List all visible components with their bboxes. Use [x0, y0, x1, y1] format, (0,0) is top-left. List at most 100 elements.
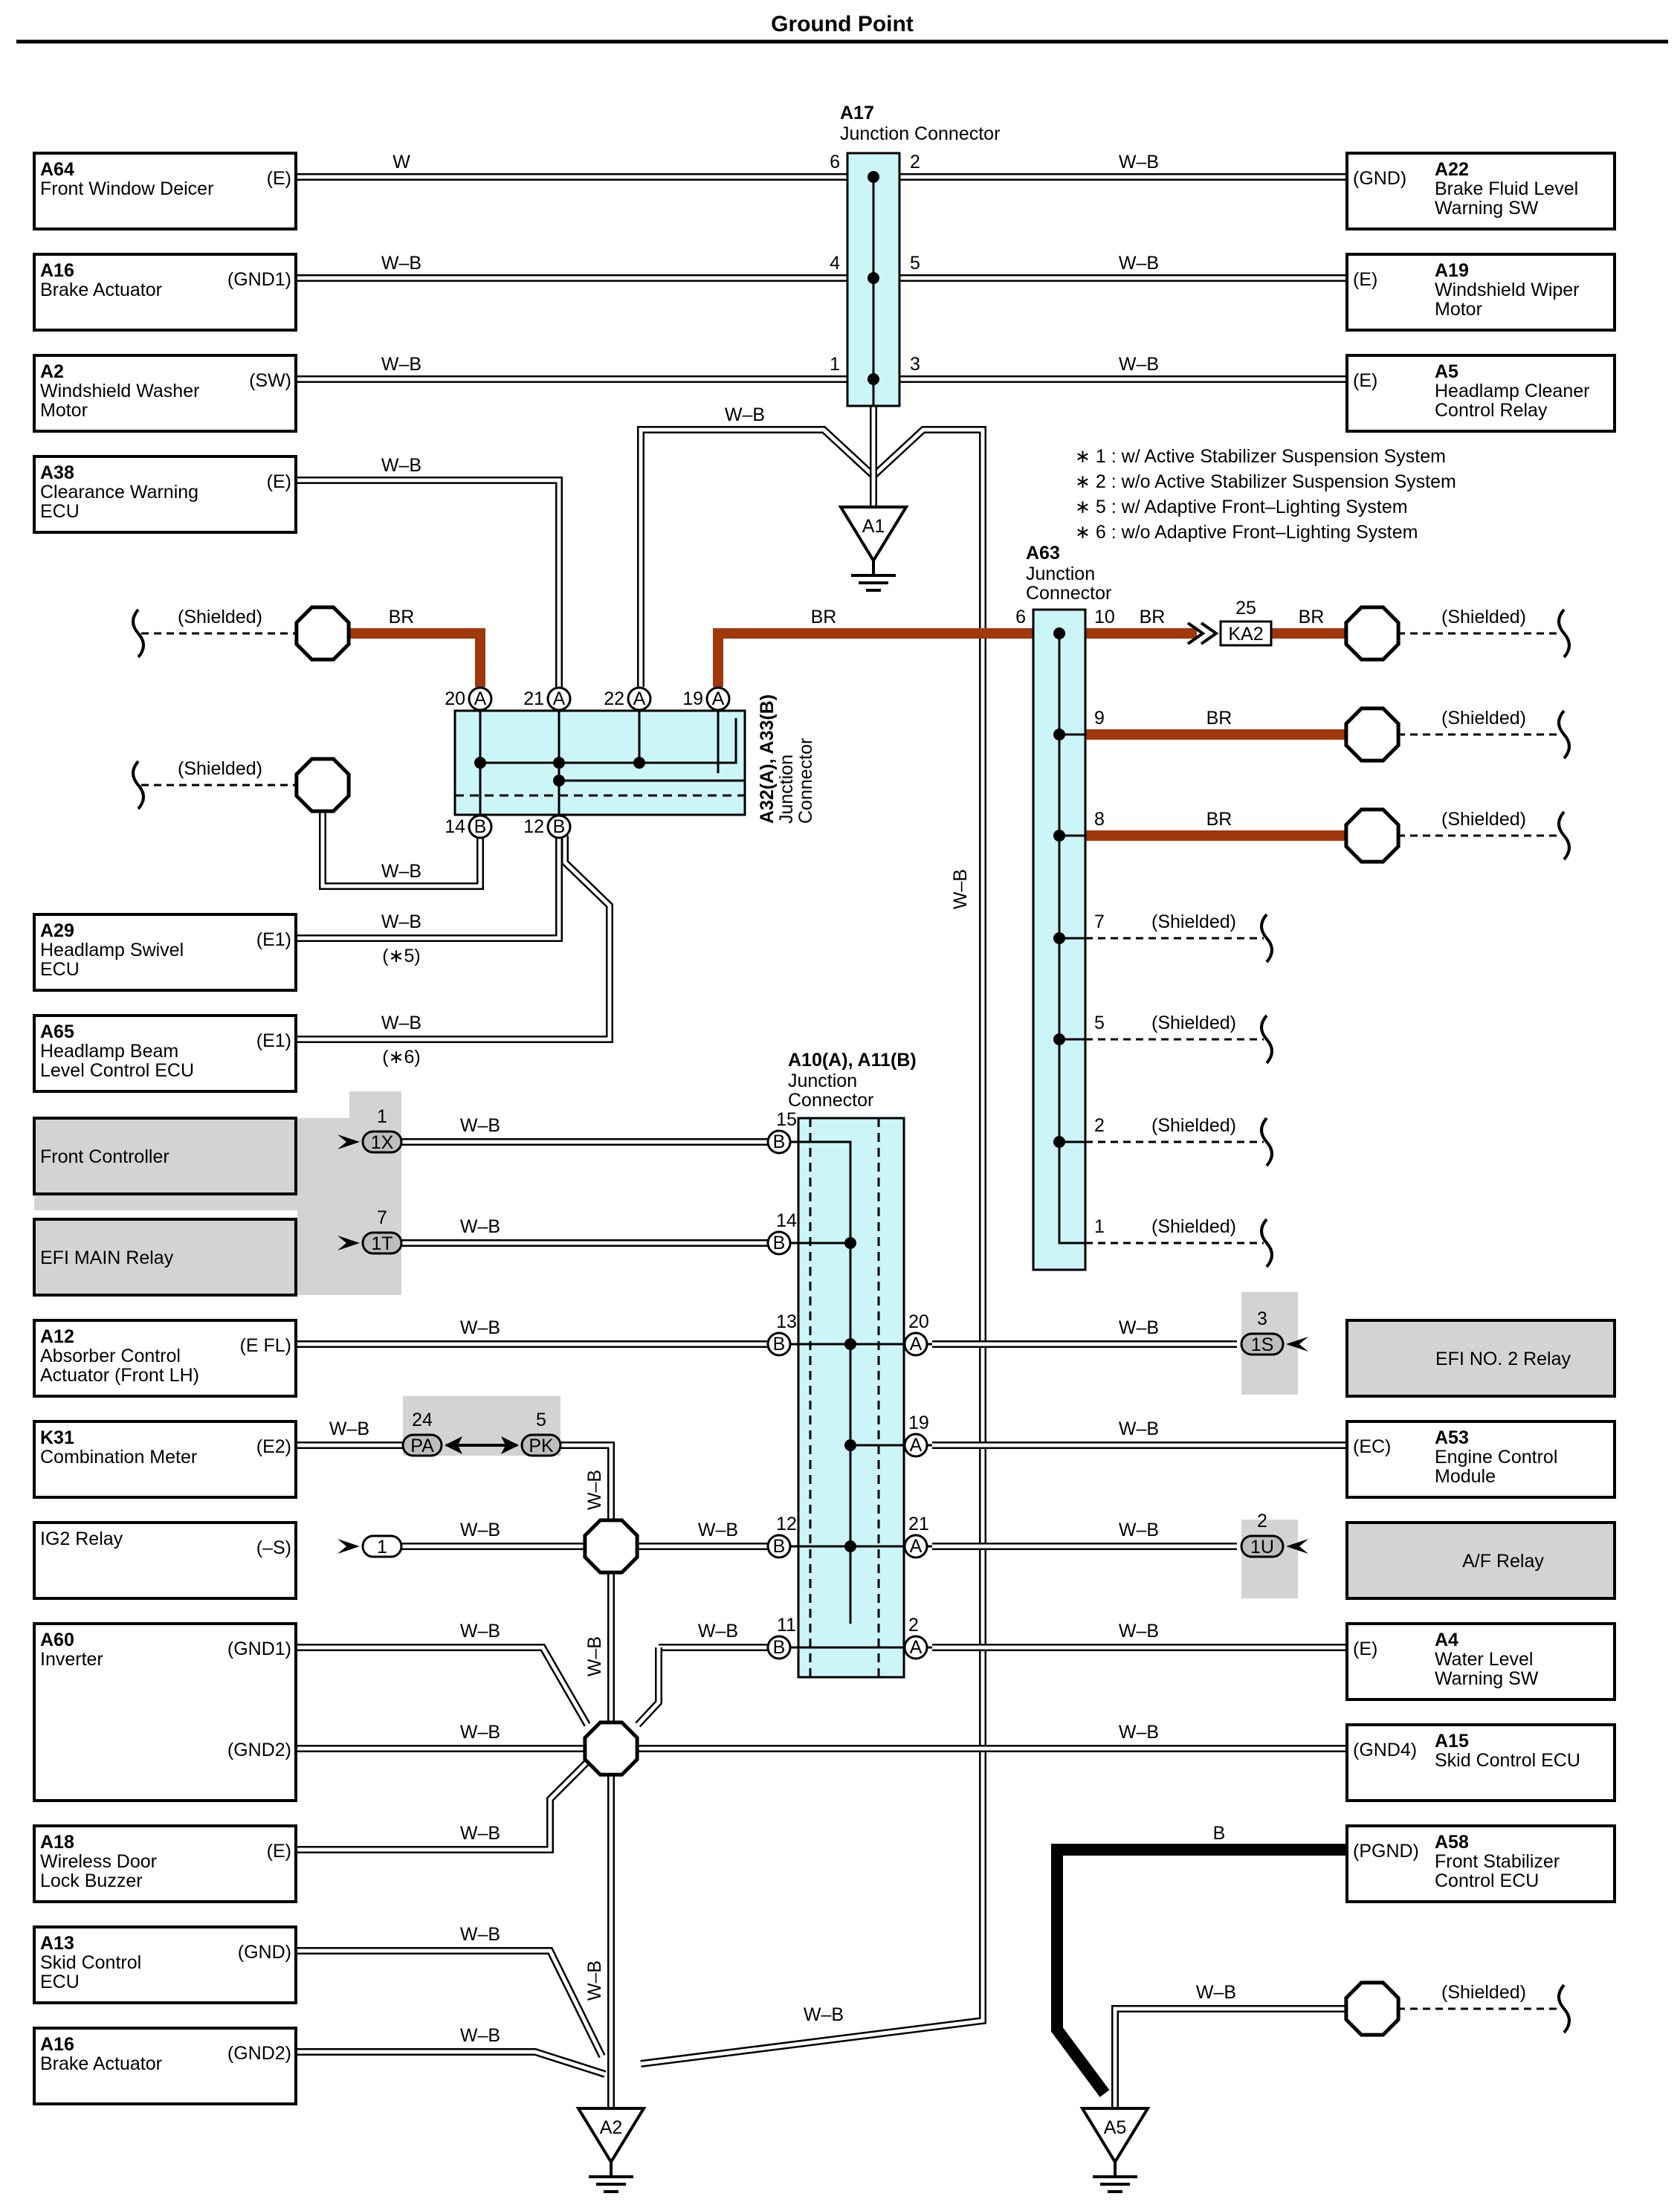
conn-pin-number: 3 — [1257, 1308, 1267, 1329]
component-ig2-relay: IG2 Relay(–S) — [33, 1521, 297, 1600]
ground-a2: A2 — [575, 2107, 647, 2193]
svg-text:A: A — [633, 688, 646, 709]
a32-pin-19: A19 — [682, 686, 731, 711]
a17-pin: 5 — [910, 253, 920, 274]
wire-color-label: W–B — [460, 1520, 500, 1540]
component-code: A60 — [40, 1630, 74, 1650]
wire-color-label: W–B — [381, 354, 421, 375]
component-code: A16 — [40, 2034, 74, 2055]
conn-pa-label: PA — [410, 1436, 434, 1456]
connector-1u: 2 1U — [1240, 1511, 1308, 1558]
component-code: A29 — [40, 920, 74, 941]
component-name: Module — [1435, 1466, 1496, 1487]
component-pin: (GND2) — [227, 2043, 291, 2064]
wire-color-label: W–B — [460, 1924, 500, 1945]
a63-pin: 5 — [1094, 1013, 1105, 1033]
component-name: ECU — [40, 501, 80, 522]
svg-text:B: B — [773, 1233, 786, 1253]
component-name: Control Relay — [1435, 400, 1548, 421]
svg-text:B: B — [773, 1334, 786, 1355]
component-pin: (E1) — [256, 929, 291, 950]
splice-octagons: (Shielded)(Shielded)(Shielded)(Shielded)… — [178, 605, 1526, 2037]
shielded-lines — [141, 632, 1561, 2010]
splice-lower — [583, 1720, 639, 1777]
shield-splice — [1344, 605, 1400, 662]
component-pin: (GND) — [238, 1942, 291, 1963]
component-name: Inverter — [40, 1649, 103, 1670]
wire-color-label: W–B — [381, 253, 421, 274]
component-name: Skid Control ECU — [1435, 1750, 1580, 1771]
component-pin: (GND1) — [227, 269, 291, 290]
a32-pin-14: B14 — [445, 814, 493, 839]
component-code: A53 — [1435, 1427, 1469, 1448]
component-pin: (E) — [1353, 269, 1377, 290]
component-name: A/F Relay — [1462, 1551, 1544, 1572]
conn-pin-number: 1 — [377, 1106, 387, 1127]
component-name: Windshield Wiper — [1435, 280, 1580, 300]
component-pin: (GND1) — [227, 1639, 291, 1659]
wire-color-label: W–B — [381, 455, 421, 476]
ground-a5: A5 — [1079, 2107, 1151, 2193]
conn-ka2-label: KA2 — [1228, 624, 1263, 645]
wire-color-label: W–B — [1119, 1621, 1159, 1642]
component-code: A12 — [40, 1326, 74, 1347]
a10-code: A10(A), A11(B) — [788, 1050, 917, 1071]
component-name: Level Control ECU — [40, 1060, 194, 1081]
component-name: Brake Fluid Level — [1435, 178, 1578, 199]
conn-1s-label: 1S — [1251, 1334, 1274, 1355]
conn-1-label: 1 — [377, 1537, 387, 1557]
svg-text:A5: A5 — [1104, 2117, 1127, 2138]
component-pin: (GND4) — [1353, 1740, 1417, 1760]
a17-code: A17 — [840, 103, 874, 123]
component-name: Warning SW — [1435, 1668, 1539, 1689]
a10-pin-19: A — [903, 1433, 928, 1458]
svg-text:12: 12 — [523, 816, 544, 837]
component-name: ECU — [40, 959, 80, 980]
conn-ka2-number: 25 — [1235, 598, 1256, 619]
wire-color-label: W–B — [460, 1823, 500, 1844]
page-title: Ground Point — [771, 12, 914, 36]
connector-ka2: 25 KA2 — [1186, 598, 1273, 647]
svg-text:22: 22 — [604, 688, 624, 709]
a32-code: A32(A), A33(B) — [757, 694, 778, 824]
component-name: Motor — [1435, 299, 1482, 320]
a63-pin: 2 — [1094, 1115, 1105, 1136]
junction-a10-a11: A10(A), A11(B) Junction Connector — [788, 1050, 932, 1679]
a10-pin-14: B — [766, 1230, 792, 1256]
a10-pin-number: 20 — [908, 1311, 929, 1332]
shielded-label: (Shielded) — [1151, 1216, 1236, 1237]
wire-color-label: W–B — [1119, 1722, 1159, 1743]
wire-color-label: W–B — [460, 2025, 500, 2046]
junction-a32-a33: A32(A), A33(B) Junction Connector — [453, 694, 816, 836]
svg-text:19: 19 — [682, 688, 703, 709]
component-code: A38 — [40, 462, 74, 483]
component-pin: (–S) — [256, 1537, 291, 1558]
component-name: Brake Actuator — [40, 2053, 162, 2074]
component-pin: (GND2) — [227, 1740, 291, 1760]
shielded-label: (Shielded) — [1151, 911, 1236, 932]
component-name: Headlamp Beam — [40, 1041, 178, 1062]
a17-pin: 3 — [910, 354, 920, 375]
a32-pin-21: A21 — [523, 686, 572, 711]
component-pin: (E) — [267, 471, 291, 492]
a17-pin: 1 — [830, 354, 840, 375]
wire-color-label: W–B — [584, 1470, 605, 1510]
component-name: Actuator (Front LH) — [40, 1365, 199, 1386]
wire-color-label: W–B — [460, 1621, 500, 1642]
shield-splice — [294, 757, 351, 813]
component-code: A58 — [1435, 1832, 1469, 1853]
connector-1x: 1 1X — [337, 1106, 403, 1154]
a32-pin-22: A 22 — [604, 686, 652, 711]
a63-pin: 10 — [1094, 607, 1115, 627]
wire-color-label: W–B — [725, 404, 765, 425]
a32-pin-12: B12 — [523, 814, 572, 839]
